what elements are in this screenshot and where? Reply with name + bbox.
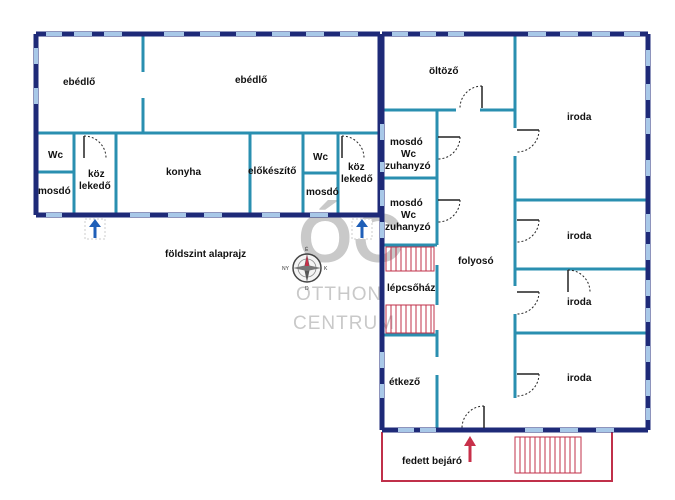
staircase-upper xyxy=(385,246,435,272)
porch-stairs xyxy=(514,436,582,474)
door-kozlekedo-left xyxy=(83,135,107,159)
label-elokeszito: előkészítő xyxy=(248,166,296,177)
label-mosdo-wc-2-b: Wc xyxy=(401,210,416,221)
label-konyha: konyha xyxy=(166,167,201,178)
door-mosdo-2 xyxy=(437,199,461,223)
compass-rose: É D K NY xyxy=(282,246,328,292)
staircase-lower xyxy=(385,304,435,334)
watermark-line-1: OTTHON xyxy=(296,284,382,305)
porch-outline xyxy=(381,432,613,482)
label-kozlekedo-left-2: lekedő xyxy=(79,181,111,192)
label-iroda-2: iroda xyxy=(567,231,592,242)
compass-south: D xyxy=(305,286,309,292)
label-mosdo-wc-1-b: Wc xyxy=(401,149,416,160)
interior-walls xyxy=(36,34,648,430)
compass-east: K xyxy=(324,266,328,272)
windows xyxy=(34,32,650,432)
label-fedett-bejaro: fedett bejáró xyxy=(402,456,462,467)
label-ebedlo-left: ebédlő xyxy=(63,77,95,88)
label-lepcsohaz: lépcsőház xyxy=(387,283,435,294)
label-mosdo-wc-1-c: zuhanyzó xyxy=(385,161,431,172)
door-iroda-1 xyxy=(516,129,540,153)
label-kozlekedo-left-1: köz xyxy=(88,169,105,180)
label-kozlekedo-mid-1: köz xyxy=(348,162,365,173)
door-kozlekedo-mid xyxy=(341,135,365,159)
label-mosdo-wc-2-c: zuhanyzó xyxy=(385,222,431,233)
staircase xyxy=(385,246,435,334)
room-labels: ebédlő ebédlő Wc mosdó köz lekedő konyha… xyxy=(38,66,592,467)
label-wc-mid: Wc xyxy=(313,152,328,163)
door-main-entrance xyxy=(461,405,485,429)
door-iroda-3 xyxy=(516,291,540,315)
porch xyxy=(381,432,613,482)
compass-west: NY xyxy=(282,266,290,272)
label-iroda-3: iroda xyxy=(567,297,592,308)
door-oltozo xyxy=(459,85,483,109)
door-iroda-4 xyxy=(516,373,540,397)
label-folyoso: folyosó xyxy=(458,256,494,267)
door-iroda-2 xyxy=(516,219,540,243)
door-mosdo-1 xyxy=(437,136,461,160)
label-etkezo: étkező xyxy=(389,377,420,388)
label-wc-left: Wc xyxy=(48,150,63,161)
compass-north: É xyxy=(305,246,309,253)
door-iroda-3b xyxy=(567,269,591,293)
floorplan-title: földszint alaprajz xyxy=(165,249,246,260)
entry-arrow-left xyxy=(84,218,106,240)
label-oltozo: öltöző xyxy=(429,66,458,77)
label-iroda-1: iroda xyxy=(567,112,592,123)
entry-arrow-mid xyxy=(351,218,373,240)
doors xyxy=(83,85,591,429)
entry-arrow-main xyxy=(464,436,476,462)
label-iroda-4: iroda xyxy=(567,373,592,384)
label-mosdo-left: mosdó xyxy=(38,186,71,197)
label-mosdo-wc-1-a: mosdó xyxy=(390,137,423,148)
label-ebedlo-right: ebédlő xyxy=(235,75,267,86)
label-mosdo-mid: mosdó xyxy=(306,187,339,198)
label-kozlekedo-mid-2: lekedő xyxy=(341,174,373,185)
label-mosdo-wc-2-a: mosdó xyxy=(390,198,423,209)
watermark-line-2: CENTRUM xyxy=(293,313,395,334)
